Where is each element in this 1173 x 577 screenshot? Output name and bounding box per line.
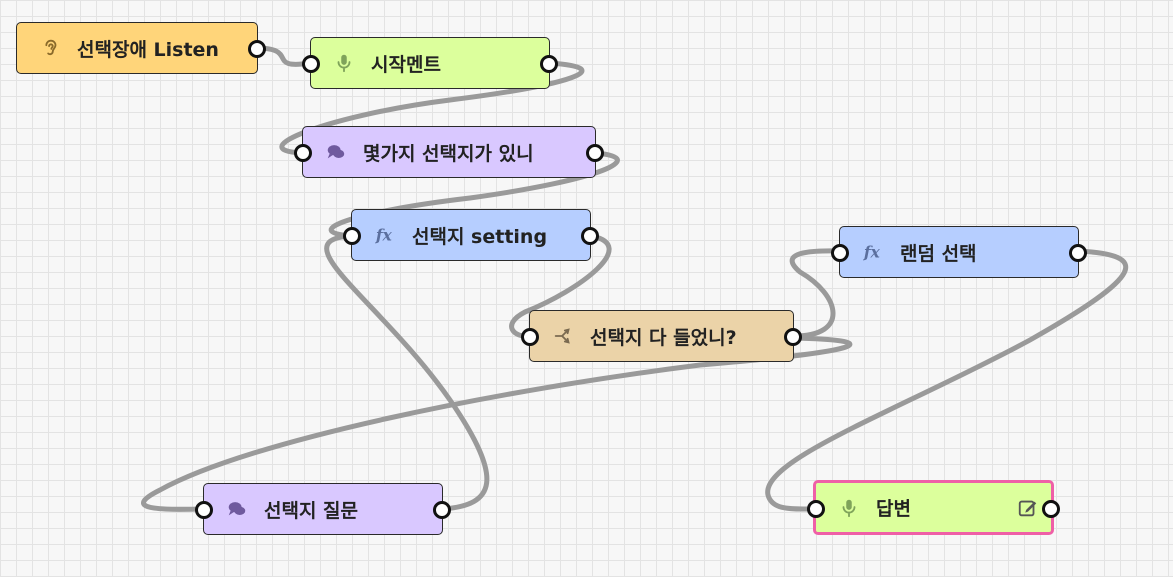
input-port[interactable]	[195, 501, 213, 519]
input-port[interactable]	[294, 144, 312, 162]
output-port[interactable]	[784, 328, 802, 346]
input-port[interactable]	[807, 499, 825, 518]
node-label: 선택장애 Listen	[77, 38, 219, 61]
input-port[interactable]	[831, 244, 849, 262]
connection-listen-to-start[interactable]	[253, 45, 313, 67]
edit-icon[interactable]	[1017, 497, 1039, 519]
node-label: 선택지 질문	[264, 499, 359, 522]
node-label: 선택지 setting	[412, 225, 548, 248]
node-label: 답변	[876, 498, 911, 520]
output-port[interactable]	[248, 40, 266, 58]
node-how-many[interactable]: 몇가지 선택지가 있니	[294, 126, 604, 178]
connection-setting-to-heard-all[interactable]	[509, 233, 612, 339]
input-port[interactable]	[343, 227, 361, 245]
connection-question-to-setting[interactable]	[324, 233, 490, 512]
output-port[interactable]	[581, 227, 599, 245]
svg-text:fx: fx	[375, 226, 393, 245]
connection-random-to-answer[interactable]	[765, 248, 1129, 512]
speech-bubble-icon	[222, 494, 252, 524]
svg-text:fx: fx	[863, 243, 881, 262]
node-answer[interactable]: 답변	[807, 480, 1060, 535]
node-heard-all[interactable]: 선택지 다 들었니?	[521, 310, 802, 362]
microphone-icon	[834, 493, 864, 523]
ear-icon	[35, 33, 65, 63]
input-port[interactable]	[302, 55, 320, 73]
node-label: 몇가지 선택지가 있니	[363, 142, 534, 165]
function-icon: fx	[858, 237, 888, 267]
output-port[interactable]	[540, 55, 558, 73]
node-listen[interactable]: 선택장애 Listen	[16, 22, 266, 74]
output-port[interactable]	[1069, 244, 1087, 262]
function-icon: fx	[370, 220, 400, 250]
speech-bubble-icon	[321, 137, 351, 167]
node-setting[interactable]: fx 선택지 setting	[343, 209, 599, 261]
node-label: 시작멘트	[371, 53, 441, 76]
node-label: 선택지 다 들었니?	[590, 326, 737, 349]
connection-heard-all-to-random[interactable]	[789, 248, 842, 339]
output-port[interactable]	[586, 144, 604, 162]
node-random[interactable]: fx 랜덤 선택	[831, 226, 1087, 278]
node-label: 랜덤 선택	[900, 242, 977, 265]
node-question[interactable]: 선택지 질문	[195, 483, 451, 535]
output-port[interactable]	[1042, 499, 1060, 518]
branch-icon	[548, 321, 578, 351]
connection-how-many-to-setting[interactable]	[328, 150, 620, 239]
connection-start-to-how-many[interactable]	[279, 60, 585, 156]
output-port[interactable]	[433, 501, 451, 519]
node-start-comment[interactable]: 시작멘트	[302, 37, 558, 89]
microphone-icon	[329, 48, 359, 78]
input-port[interactable]	[521, 328, 539, 346]
